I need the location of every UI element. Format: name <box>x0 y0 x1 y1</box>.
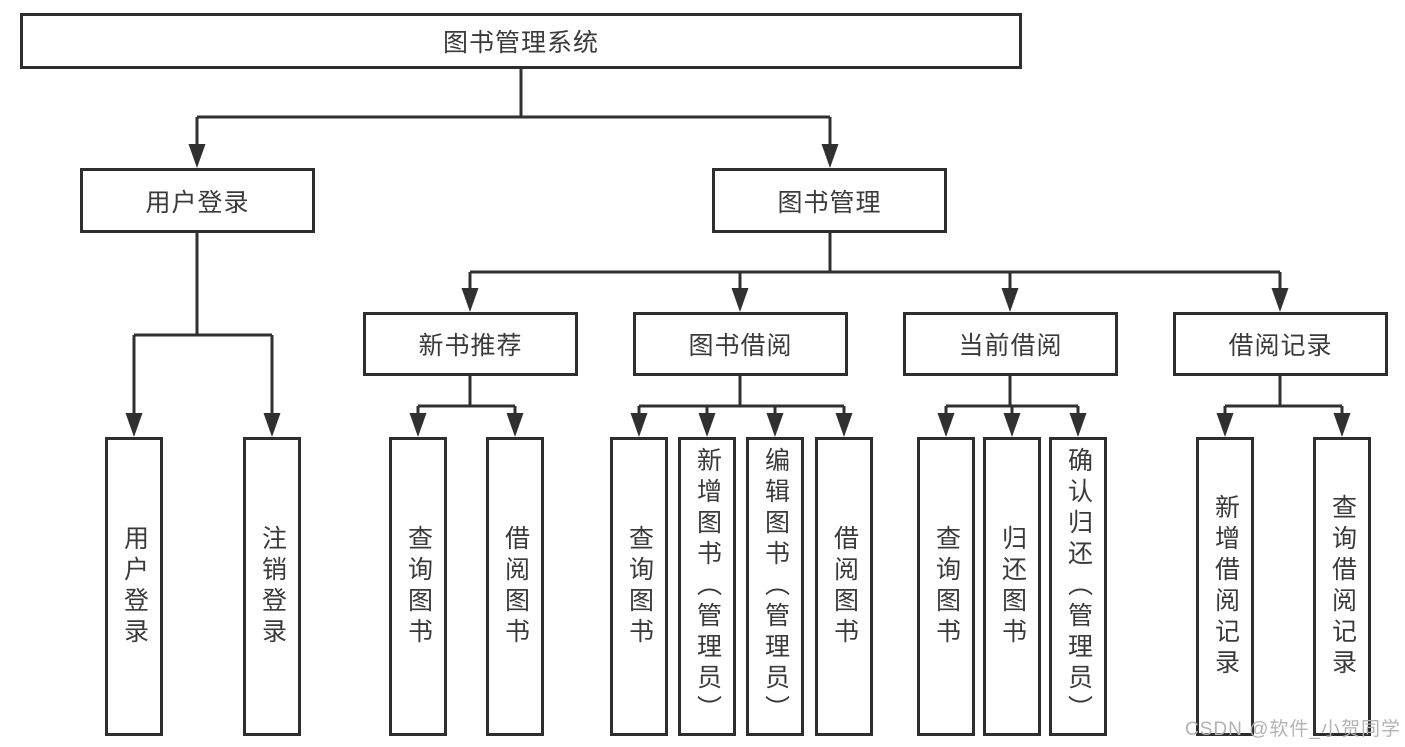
node-label: 查询图书 <box>404 524 433 649</box>
node-label: 查询借阅记录 <box>1328 493 1357 680</box>
node-new-book-recommend: 新书推荐 <box>363 312 578 376</box>
node-user-login: 用户登录 <box>80 168 315 233</box>
node-root-library-system: 图书管理系统 <box>20 13 1022 69</box>
node-label: 查询图书 <box>625 524 654 649</box>
node-label: 新书推荐 <box>418 332 523 360</box>
node-label: 新增借阅记录 <box>1211 493 1240 680</box>
leaf-current-query-books: 查询图书 <box>917 437 975 736</box>
arrowhead <box>263 413 281 437</box>
edges-root <box>188 69 839 168</box>
node-label: 注销登录 <box>258 524 287 649</box>
edges-book-borrowing <box>630 376 853 437</box>
leaf-recommend-query-books: 查询图书 <box>389 437 447 736</box>
leaf-records-add-record: 新增借阅记录 <box>1196 437 1254 736</box>
leaf-current-return-books: 归还图书 <box>983 437 1041 736</box>
leaf-logout: 注销登录 <box>243 437 301 736</box>
arrowhead <box>821 144 839 168</box>
node-book-management: 图书管理 <box>712 168 947 233</box>
arrowhead <box>1271 288 1289 312</box>
node-label: 确认归还（管理员） <box>1064 447 1093 726</box>
node-label: 当前借阅 <box>958 332 1063 360</box>
arrowhead <box>731 288 749 312</box>
node-label: 图书管理系统 <box>442 29 599 57</box>
leaf-current-confirm-return-admin: 确认归还（管理员） <box>1049 437 1107 736</box>
node-label: 归还图书 <box>998 524 1027 649</box>
arrowhead <box>409 413 427 437</box>
edges-borrowing-records <box>1216 376 1351 437</box>
node-label: 借阅图书 <box>830 524 859 649</box>
arrowhead <box>630 413 648 437</box>
node-label: 查询图书 <box>932 524 961 649</box>
arrowhead <box>766 413 784 437</box>
arrowhead <box>1069 413 1087 437</box>
arrowhead <box>461 288 479 312</box>
leaf-recommend-borrow-books: 借阅图书 <box>486 437 544 736</box>
node-current-borrowing: 当前借阅 <box>903 312 1118 376</box>
edges-book-management <box>461 233 1289 312</box>
arrowhead <box>835 413 853 437</box>
leaf-borrowing-add-books-admin: 新增图书（管理员） <box>678 437 736 736</box>
node-label: 借阅记录 <box>1228 332 1333 360</box>
leaf-borrowing-query-books: 查询图书 <box>610 437 668 736</box>
leaf-borrowing-borrow-books: 借阅图书 <box>815 437 873 736</box>
arrowhead <box>506 413 524 437</box>
node-label: 借阅图书 <box>501 524 530 649</box>
arrowhead <box>698 413 716 437</box>
node-label: 编辑图书（管理员） <box>761 447 790 726</box>
node-label: 图书借阅 <box>688 332 793 360</box>
node-label: 新增图书（管理员） <box>693 447 722 726</box>
arrowhead <box>1003 413 1021 437</box>
csdn-watermark: CSDN @软件_小贺同学 <box>1185 719 1401 740</box>
leaf-records-query-record: 查询借阅记录 <box>1313 437 1371 736</box>
edges-user-login <box>125 233 281 437</box>
node-label: 用户登录 <box>145 188 250 217</box>
node-book-borrowing: 图书借阅 <box>633 312 848 376</box>
edges-current-borrowing <box>937 376 1087 437</box>
leaf-user-login: 用户登录 <box>105 437 163 736</box>
arrowhead <box>125 413 143 437</box>
leaf-borrowing-edit-books-admin: 编辑图书（管理员） <box>746 437 804 736</box>
node-label: 图书管理 <box>777 188 882 217</box>
arrowhead <box>1216 413 1234 437</box>
node-borrowing-records: 借阅记录 <box>1173 312 1388 376</box>
arrowhead <box>1333 413 1351 437</box>
node-label: 用户登录 <box>120 524 149 649</box>
edges-new-book-recommend <box>409 376 524 437</box>
arrowhead <box>1001 288 1019 312</box>
arrowhead <box>188 144 206 168</box>
arrowhead <box>937 413 955 437</box>
